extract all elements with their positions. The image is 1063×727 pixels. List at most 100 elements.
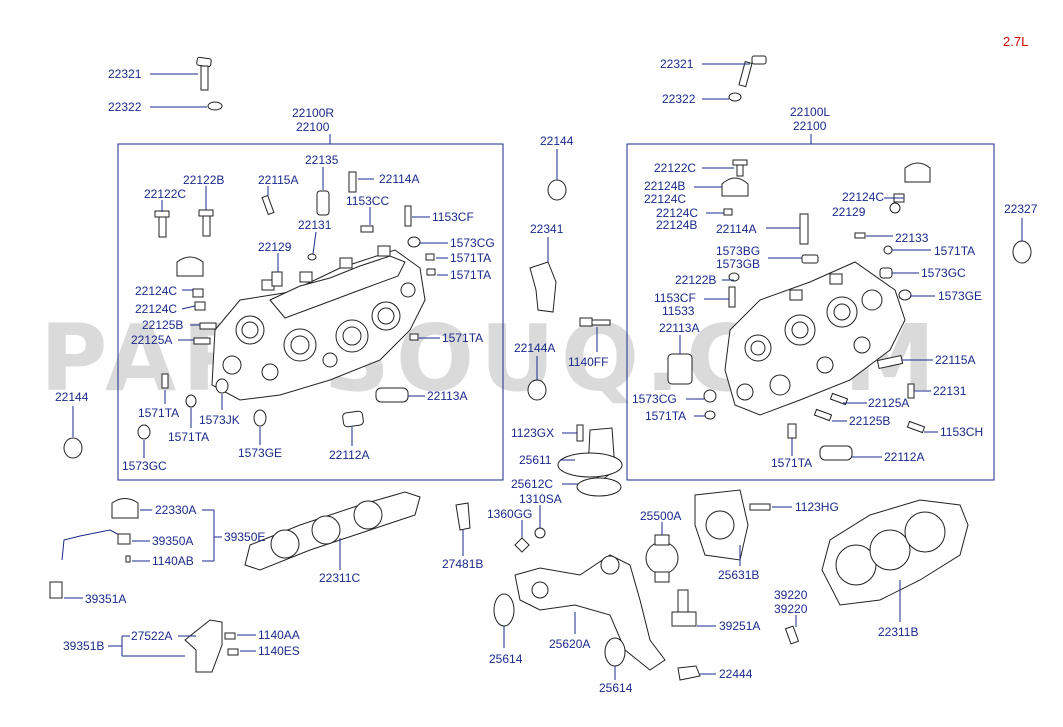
- label-22115A-l: 22115A: [935, 353, 975, 367]
- label-1140ES: 1140ES: [258, 644, 300, 658]
- label-22327: 22327: [1004, 202, 1038, 216]
- label-27522A: 27522A: [131, 629, 172, 643]
- washer-left: [207, 101, 223, 111]
- label-1571TA-r-c: 1571TA: [442, 331, 483, 345]
- label-25620A: 25620A: [549, 637, 590, 651]
- nut-1310SA: [534, 527, 546, 539]
- label-39351B: 39351B: [63, 639, 104, 653]
- label-22321-l: 22321: [660, 57, 694, 71]
- label-22122C-l: 22122C: [654, 161, 696, 175]
- label-22135: 22135: [305, 153, 339, 167]
- label-22122B-r: 22122B: [183, 173, 224, 187]
- label-39350E: 39350E: [224, 530, 265, 544]
- label-22311C: 22311C: [319, 571, 360, 585]
- label-22112A-l: 22112A: [884, 450, 924, 464]
- label-39220-a: 39220: [774, 588, 808, 602]
- label-1571TA-l-c: 1571TA: [771, 456, 812, 470]
- label-1573GB: 1573GB: [716, 257, 760, 271]
- bracket-27481B: [455, 502, 471, 531]
- label-22114A-r: 22114A: [379, 172, 419, 186]
- label-1573CG-l: 1573CG: [632, 392, 677, 406]
- label-39251A: 39251A: [719, 619, 760, 633]
- label-25500A: 25500A: [640, 509, 681, 523]
- nut-1360GG: [514, 537, 530, 553]
- label-39350A: 39350A: [152, 534, 193, 548]
- label-22322-l: 22322: [662, 92, 696, 106]
- label-27481B: 27481B: [442, 557, 483, 571]
- label-39220-b: 39220: [774, 602, 808, 616]
- labels: 22321 22322 22100R 22100 22135 22122B 22…: [55, 57, 1038, 695]
- label-22133: 22133: [895, 231, 929, 245]
- label-22124C-l-b: 22124C: [842, 190, 884, 204]
- bracket-27522A: [184, 619, 239, 673]
- label-22122C-r: 22122C: [144, 187, 186, 201]
- label-25611: 25611: [519, 453, 552, 467]
- label-1571TA-r-b: 1571TA: [450, 268, 491, 282]
- left-box-small-parts: [667, 159, 931, 461]
- water-outlet-flange: [557, 452, 623, 478]
- label-22444: 22444: [719, 667, 753, 681]
- washer-right: [728, 92, 742, 102]
- sensor-39220: [784, 625, 800, 645]
- washer-22144-left: [63, 437, 83, 459]
- label-1153CH: 1153CH: [940, 425, 983, 439]
- label-22114A-l: 22114A: [716, 222, 756, 236]
- bolt-1123HG: [749, 503, 771, 511]
- label-1153CF-r: 1153CF: [432, 210, 474, 224]
- label-22125A-r: 22125A: [131, 333, 172, 347]
- label-39351A: 39351A: [85, 592, 126, 606]
- label-1573BG: 1573BG: [716, 244, 760, 258]
- label-1360GG: 1360GG: [487, 507, 532, 521]
- label-22125B-r: 22125B: [142, 318, 183, 332]
- label-22122B-l: 22122B: [675, 273, 716, 287]
- label-1140AB: 1140AB: [152, 554, 194, 568]
- label-22125A-l: 22125A: [868, 396, 909, 410]
- label-22113A-r: 22113A: [427, 389, 467, 403]
- washer-22144A: [527, 379, 547, 401]
- label-22113A-l: 22113A: [659, 321, 699, 335]
- sensor-harness: [49, 498, 139, 599]
- left-box-leaders: [679, 167, 938, 458]
- washer-22327: [1012, 240, 1032, 264]
- right-box-small-parts: [137, 171, 436, 440]
- label-1153CC: 1153CC: [346, 194, 389, 208]
- label-1571TA-r-e: 1571TA: [168, 430, 209, 444]
- label-22129-l: 22129: [832, 205, 866, 219]
- right-head-box: [117, 143, 504, 481]
- label-1571TA-l-b: 1571TA: [645, 409, 686, 423]
- label-22124B-l-b: 22124B: [656, 218, 697, 232]
- label-25614-a: 25614: [489, 652, 523, 666]
- gasket-25612C: [576, 477, 622, 497]
- label-22341: 22341: [530, 222, 564, 236]
- label-22129-r: 22129: [258, 240, 292, 254]
- label-22322-r: 22322: [108, 100, 142, 114]
- label-25612C: 25612C: [511, 477, 553, 491]
- label-22124C-l-a: 22124C: [644, 192, 686, 206]
- label-1573GC-r: 1573GC: [122, 459, 167, 473]
- label-1140AA: 1140AA: [258, 628, 300, 642]
- sensor-39251A: [671, 589, 697, 627]
- left-cylinder-head: [724, 261, 906, 416]
- water-inlet-25620A: [514, 554, 666, 671]
- label-1573GC-l: 1573GC: [921, 266, 966, 280]
- bolt-1123GX: [576, 424, 584, 442]
- label-1153CF-l: 1153CF: [654, 291, 696, 305]
- right-box-leaders: [143, 167, 448, 458]
- label-22330A: 22330A: [155, 503, 196, 517]
- right-cylinder-head: [211, 245, 426, 401]
- label-25614-b: 25614: [599, 681, 633, 695]
- bolt-1140FF: [579, 317, 611, 327]
- label-1571TA-r-a: 1571TA: [450, 251, 491, 265]
- label-1573GE-r: 1573GE: [238, 446, 282, 460]
- label-1573CG-r: 1573CG: [450, 236, 495, 250]
- clamp-22444: [677, 665, 701, 681]
- label-22125B-l: 22125B: [849, 414, 890, 428]
- label-1123HG: 1123HG: [795, 500, 839, 514]
- label-1573GE-l: 1573GE: [938, 289, 982, 303]
- label-22124C-r-a: 22124C: [135, 284, 177, 298]
- head-gasket-22311C: [244, 491, 421, 571]
- label-22100R: 22100R: [292, 106, 334, 120]
- head-bolt-right: [738, 55, 767, 88]
